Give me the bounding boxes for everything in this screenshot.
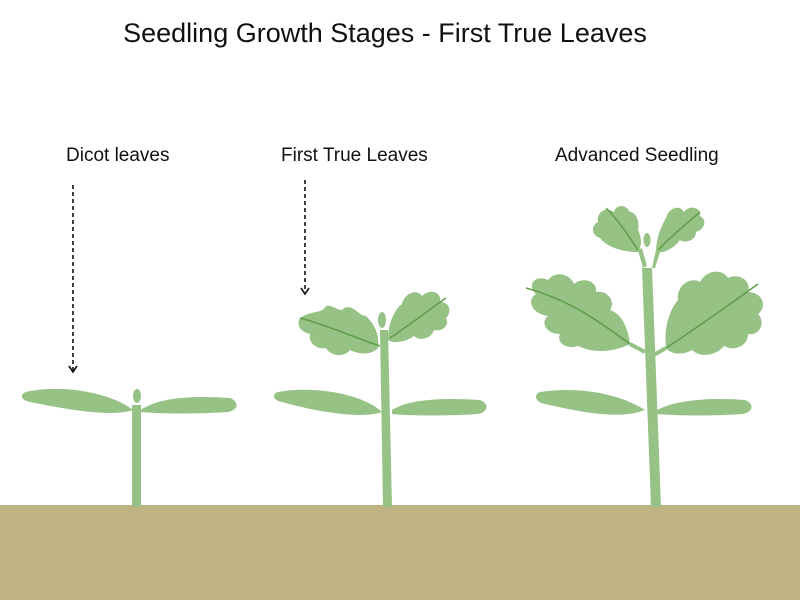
- bud: [133, 389, 141, 403]
- true-leaf-left: [298, 305, 381, 356]
- seedling-advanced: [525, 206, 763, 507]
- soil: [0, 505, 800, 600]
- cotyledon-right: [392, 399, 487, 416]
- stem: [132, 405, 141, 507]
- top-leaf-right: [656, 207, 705, 253]
- cotyledon-right: [657, 399, 752, 416]
- arrow-first-true: [300, 180, 310, 296]
- true-leaf-right: [388, 291, 450, 343]
- cotyledon-left: [535, 390, 645, 415]
- big-leaf-left: [525, 274, 646, 354]
- stage-label-first-true: First True Leaves: [281, 145, 428, 166]
- big-leaf-right: [651, 271, 763, 358]
- arrow-dicot: [68, 185, 78, 374]
- diagram-title: Seedling Growth Stages - First True Leav…: [123, 18, 647, 48]
- bud: [378, 312, 386, 328]
- cotyledon-left: [21, 388, 133, 413]
- cotyledon-left: [273, 389, 382, 415]
- bud: [643, 233, 651, 247]
- top-leaf-left: [592, 206, 641, 252]
- stem: [380, 330, 392, 507]
- stage-label-advanced: Advanced Seedling: [555, 145, 719, 166]
- stem: [642, 268, 661, 507]
- stage-label-dicot: Dicot leaves: [66, 145, 170, 166]
- cotyledon-right: [141, 397, 237, 414]
- seedling-dicot: [21, 388, 237, 507]
- seedling-first-true: [273, 291, 487, 507]
